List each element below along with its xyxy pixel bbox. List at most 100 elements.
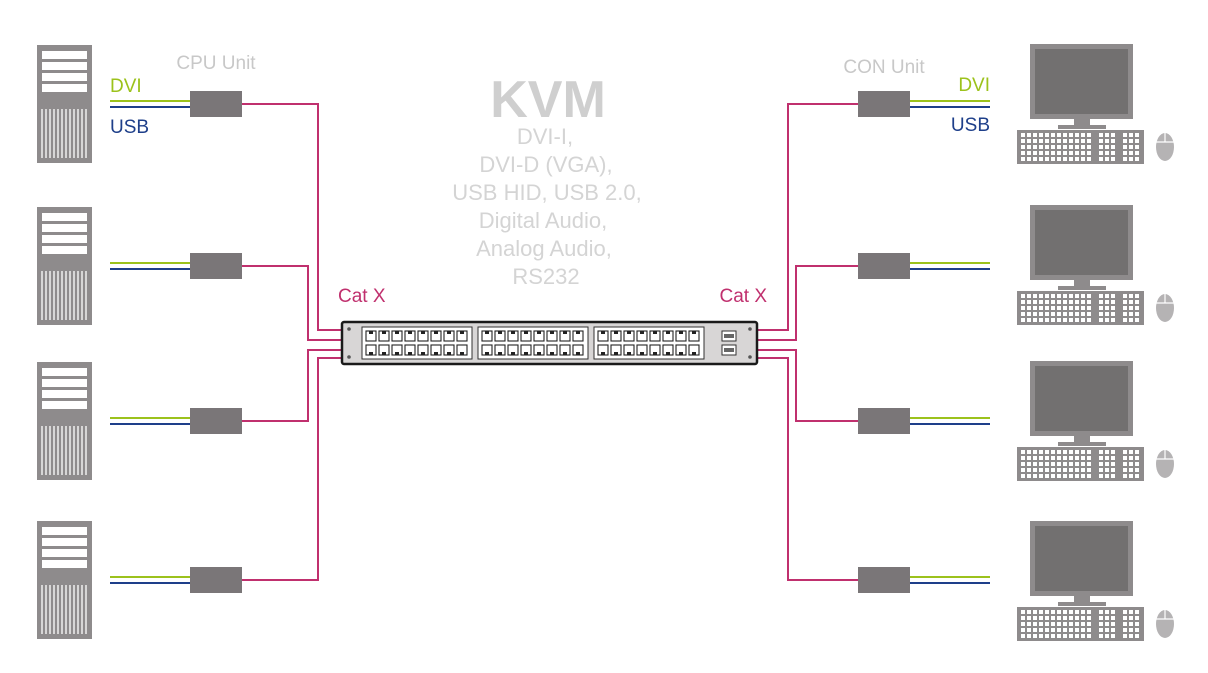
key	[1039, 145, 1043, 149]
key	[1027, 456, 1031, 460]
key	[1135, 462, 1139, 466]
key	[1081, 634, 1085, 638]
key	[1111, 151, 1115, 155]
key	[1039, 622, 1043, 626]
rj45-port-latch	[537, 331, 541, 334]
key	[1129, 157, 1133, 161]
key	[1057, 133, 1061, 137]
key	[1069, 616, 1073, 620]
mouse-icon	[1156, 294, 1174, 322]
cpu-unit-box	[190, 408, 242, 434]
key	[1021, 450, 1025, 454]
key	[1135, 294, 1139, 298]
key	[1057, 622, 1061, 626]
key	[1051, 474, 1055, 478]
key	[1105, 151, 1109, 155]
key	[1051, 139, 1055, 143]
drive-bay	[42, 379, 87, 387]
key	[1099, 157, 1103, 161]
key	[1129, 318, 1133, 322]
monitor-icon	[1030, 521, 1133, 606]
key	[1123, 133, 1127, 137]
key	[1027, 450, 1031, 454]
key	[1081, 151, 1085, 155]
key	[1099, 450, 1103, 454]
key	[1087, 450, 1091, 454]
key	[1099, 634, 1103, 638]
rj45-port-latch	[421, 331, 425, 334]
key	[1021, 616, 1025, 620]
key	[1051, 628, 1055, 632]
key	[1027, 133, 1031, 137]
rj45-port-latch	[434, 352, 438, 355]
key	[1039, 157, 1043, 161]
key	[1087, 151, 1091, 155]
key	[1129, 474, 1133, 478]
key	[1081, 145, 1085, 149]
keyboard-body	[1017, 130, 1144, 164]
key	[1021, 157, 1025, 161]
keyboard-icon	[1017, 291, 1144, 325]
key	[1027, 622, 1031, 626]
key	[1033, 294, 1037, 298]
key	[1099, 462, 1103, 466]
rj45-port-latch	[614, 331, 618, 334]
key	[1027, 628, 1031, 632]
kvm-title: KVM	[490, 71, 606, 129]
key	[1111, 306, 1115, 310]
drive-bay	[42, 390, 87, 398]
key	[1075, 139, 1079, 143]
key	[1105, 139, 1109, 143]
key	[1123, 634, 1127, 638]
rj45-port-latch	[627, 352, 631, 355]
key	[1123, 312, 1127, 316]
key	[1105, 133, 1109, 137]
key	[1105, 474, 1109, 478]
key	[1021, 306, 1025, 310]
key	[1021, 300, 1025, 304]
monitor-base	[1058, 602, 1106, 606]
keyboard-body	[1017, 447, 1144, 481]
key	[1105, 628, 1109, 632]
key	[1129, 306, 1133, 310]
monitor-screen	[1035, 366, 1128, 431]
monitor-neck	[1074, 436, 1090, 442]
key	[1045, 318, 1049, 322]
key	[1075, 151, 1079, 155]
rj45-port-latch	[537, 352, 541, 355]
rj45-port-latch	[576, 331, 580, 334]
server-tower-icon	[37, 207, 92, 325]
key	[1135, 622, 1139, 626]
key	[1135, 634, 1139, 638]
monitor-neck	[1074, 280, 1090, 286]
key	[1081, 312, 1085, 316]
key	[1111, 133, 1115, 137]
key	[1045, 306, 1049, 310]
key	[1111, 294, 1115, 298]
keyboard-icon	[1017, 607, 1144, 641]
drive-bay	[42, 246, 87, 254]
key	[1057, 468, 1061, 472]
key	[1027, 151, 1031, 155]
key	[1087, 456, 1091, 460]
key	[1051, 294, 1055, 298]
rj45-port-latch	[601, 331, 605, 334]
key	[1123, 151, 1127, 155]
key	[1135, 312, 1139, 316]
key	[1123, 474, 1127, 478]
key	[1057, 306, 1061, 310]
key	[1063, 157, 1067, 161]
key	[1069, 462, 1073, 466]
key	[1099, 300, 1103, 304]
rj45-port-latch	[640, 352, 644, 355]
key	[1081, 294, 1085, 298]
key	[1135, 468, 1139, 472]
key	[1087, 312, 1091, 316]
cpu-unit-label: CPU Unit	[176, 53, 256, 74]
key	[1105, 616, 1109, 620]
monitor-base	[1058, 125, 1106, 129]
key	[1021, 474, 1025, 478]
key	[1051, 306, 1055, 310]
key	[1027, 462, 1031, 466]
